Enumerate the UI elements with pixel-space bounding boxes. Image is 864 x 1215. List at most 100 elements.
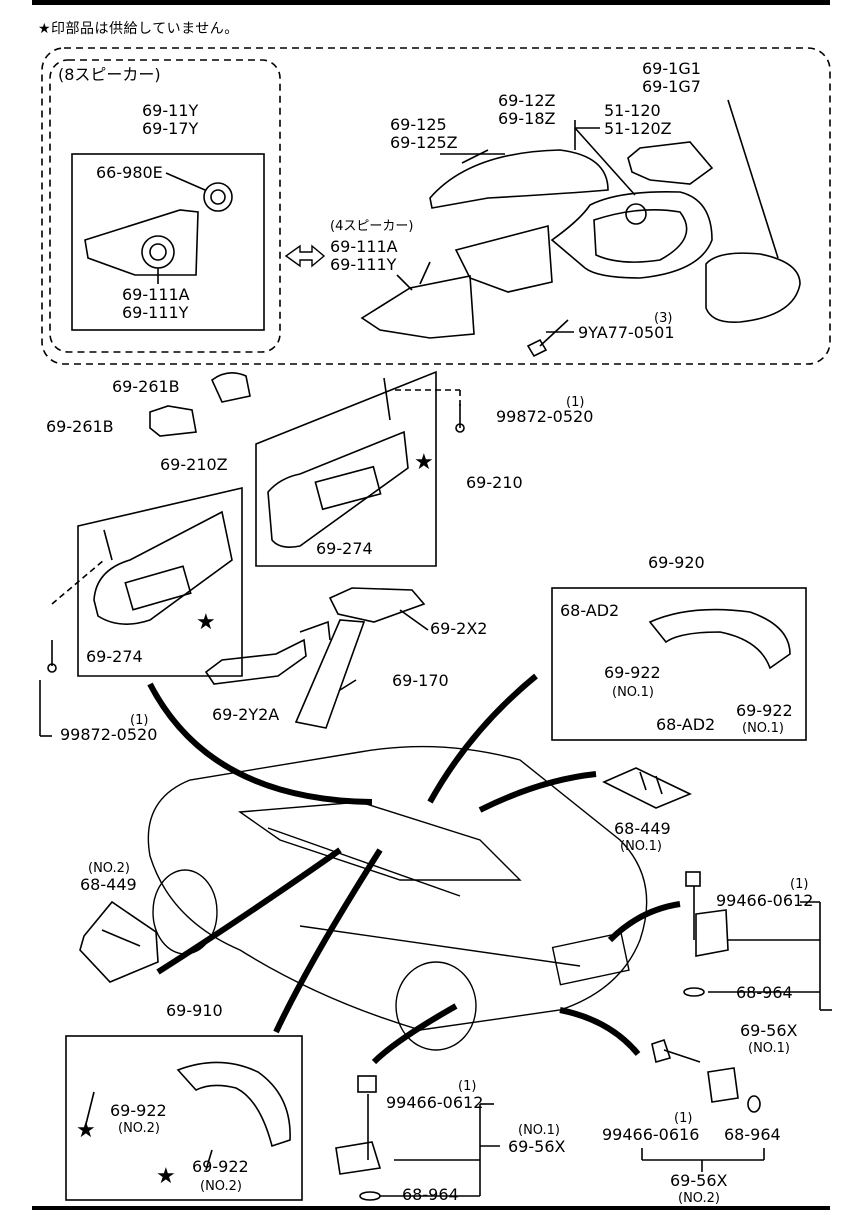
mirror-garnish-8sp-icon — [84, 209, 199, 284]
sun-visor-left-icon — [93, 510, 233, 625]
label-69-210Z: 69-210Z — [160, 455, 228, 474]
car-body-icon — [147, 745, 648, 1051]
speaker4-label: (4スピーカー) — [330, 219, 414, 234]
label-9YA77-0501: 9YA77-0501 — [578, 323, 675, 342]
label-69-18Z: 69-18Z — [498, 109, 556, 128]
label-69-111Y-8sp: 69-111Y — [122, 303, 189, 322]
visor-screw-icon — [455, 404, 465, 433]
mirror-glass-icon — [705, 99, 801, 324]
label-69-920: 69-920 — [648, 553, 705, 572]
label-99466-0612-middle: 99466-0612 — [386, 1093, 484, 1112]
not-supplied-star-icon: ★ — [414, 450, 434, 475]
visor-clip-icon — [149, 372, 251, 437]
qty-99466-right: (1) — [790, 877, 809, 892]
label-99466-0612-right: 99466-0612 — [716, 891, 814, 910]
label-68-AD2-lower: 68-AD2 — [656, 715, 716, 734]
speaker8-frame — [49, 59, 281, 353]
visor-screw-left-icon — [47, 640, 57, 673]
no1-b: (NO.1) — [742, 721, 784, 736]
not-supplied-star-icon: ★ — [76, 1118, 96, 1143]
label-69-56X-middle: 69-56X — [508, 1137, 566, 1156]
label-69-910: 69-910 — [166, 1001, 223, 1020]
swap-arrow-icon — [284, 244, 326, 268]
grip-box-rear — [65, 1035, 303, 1201]
label-69-125Z: 69-125Z — [390, 133, 458, 152]
label-68-964-middle: 68-964 — [402, 1185, 459, 1204]
mirror-screw-icon — [526, 319, 574, 358]
label-69-125: 69-125 — [390, 115, 447, 134]
top-rule — [32, 0, 830, 5]
label-69-2X2: 69-2X2 — [430, 619, 488, 638]
label-51-120Z: 51-120Z — [604, 119, 672, 138]
not-supplied-star-icon: ★ — [196, 610, 216, 635]
label-68-964-lower-right: 68-964 — [724, 1125, 781, 1144]
supply-note: ★印部品は供給していません。 — [38, 21, 239, 37]
bracket-right-icon — [683, 871, 729, 997]
label-51-120: 51-120 — [604, 101, 661, 120]
label-68-449-no1: 68-449 — [614, 819, 671, 838]
sun-visor-right-icon — [267, 377, 409, 548]
label-68-964-right: 68-964 — [736, 983, 793, 1002]
label-69-261B-upper: 69-261B — [112, 377, 180, 396]
label-69-1G1: 69-1G1 — [642, 59, 701, 78]
no1-c: (NO.1) — [620, 839, 662, 854]
label-69-274-left: 69-274 — [86, 647, 143, 666]
tweeter-icon — [165, 172, 233, 212]
label-68-449-no2: 68-449 — [80, 875, 137, 894]
qty-9YA77: (3) — [654, 311, 673, 326]
label-99466-0616: 99466-0616 — [602, 1125, 700, 1144]
mirror-cap-icon — [429, 149, 609, 209]
no2-c: (NO.2) — [200, 1179, 242, 1194]
no2-d: (NO.2) — [678, 1191, 720, 1206]
speaker8-label: (8スピーカー) — [58, 65, 161, 84]
mirror-body-icon — [454, 120, 713, 293]
visor-box-left — [77, 486, 243, 677]
qty-99872-upper: (1) — [566, 395, 585, 410]
mirror-garnish-4sp-icon — [360, 274, 475, 339]
bracket-lower-right-icon — [651, 1038, 761, 1113]
assist-grip-rear-icon — [176, 1061, 291, 1148]
no1-d: (NO.1) — [748, 1041, 790, 1056]
label-69-56X-no1-right: 69-56X — [740, 1021, 798, 1040]
room-lamp-no2-icon — [79, 900, 159, 983]
label-99872-0520-lower: 99872-0520 — [60, 725, 158, 744]
label-69-922-no2-a: 69-922 — [110, 1101, 167, 1120]
qty-99466-lower-right: (1) — [674, 1111, 693, 1126]
label-69-12Z: 69-12Z — [498, 91, 556, 110]
label-69-17Y: 69-17Y — [142, 119, 199, 138]
mirror-motor-icon — [627, 141, 714, 185]
label-69-922-no1-b: 69-922 — [736, 701, 793, 720]
no1-e: (NO.1) — [518, 1123, 560, 1138]
label-69-261B-lower: 69-261B — [46, 417, 114, 436]
no2-b: (NO.2) — [118, 1121, 160, 1136]
visor-box-right — [255, 370, 437, 567]
label-69-11Y: 69-11Y — [142, 101, 199, 120]
label-69-210: 69-210 — [466, 473, 523, 492]
label-69-1G7: 69-1G7 — [642, 77, 701, 96]
label-69-2Y2A: 69-2Y2A — [212, 705, 280, 724]
label-66-980E: 66-980E — [96, 163, 163, 182]
speaker8-inner-box — [71, 153, 265, 331]
label-69-274-right: 69-274 — [316, 539, 373, 558]
assist-grip-front-icon — [648, 608, 791, 670]
mirror-cover-icon — [204, 638, 307, 685]
qty-99872-lower: (1) — [130, 713, 149, 728]
label-69-56X-no2: 69-56X — [670, 1171, 728, 1190]
room-lamp-icon — [602, 767, 692, 809]
mirror-group-frame — [41, 47, 831, 365]
label-69-111Y-4sp: 69-111Y — [330, 255, 397, 274]
no1-a: (NO.1) — [612, 685, 654, 700]
grip-box-front — [551, 587, 807, 741]
qty-99466-middle: (1) — [458, 1079, 477, 1094]
rearview-mirror-icon — [294, 587, 426, 729]
no2-a: (NO.2) — [88, 861, 130, 876]
not-supplied-star-icon: ★ — [156, 1164, 176, 1189]
label-69-111A-8sp: 69-111A — [122, 285, 190, 304]
label-69-170: 69-170 — [392, 671, 449, 690]
bracket-middle-icon — [335, 1075, 382, 1201]
leader-curves — [147, 673, 681, 1065]
bottom-rule — [32, 1206, 830, 1210]
label-99872-0520-upper: 99872-0520 — [496, 407, 594, 426]
